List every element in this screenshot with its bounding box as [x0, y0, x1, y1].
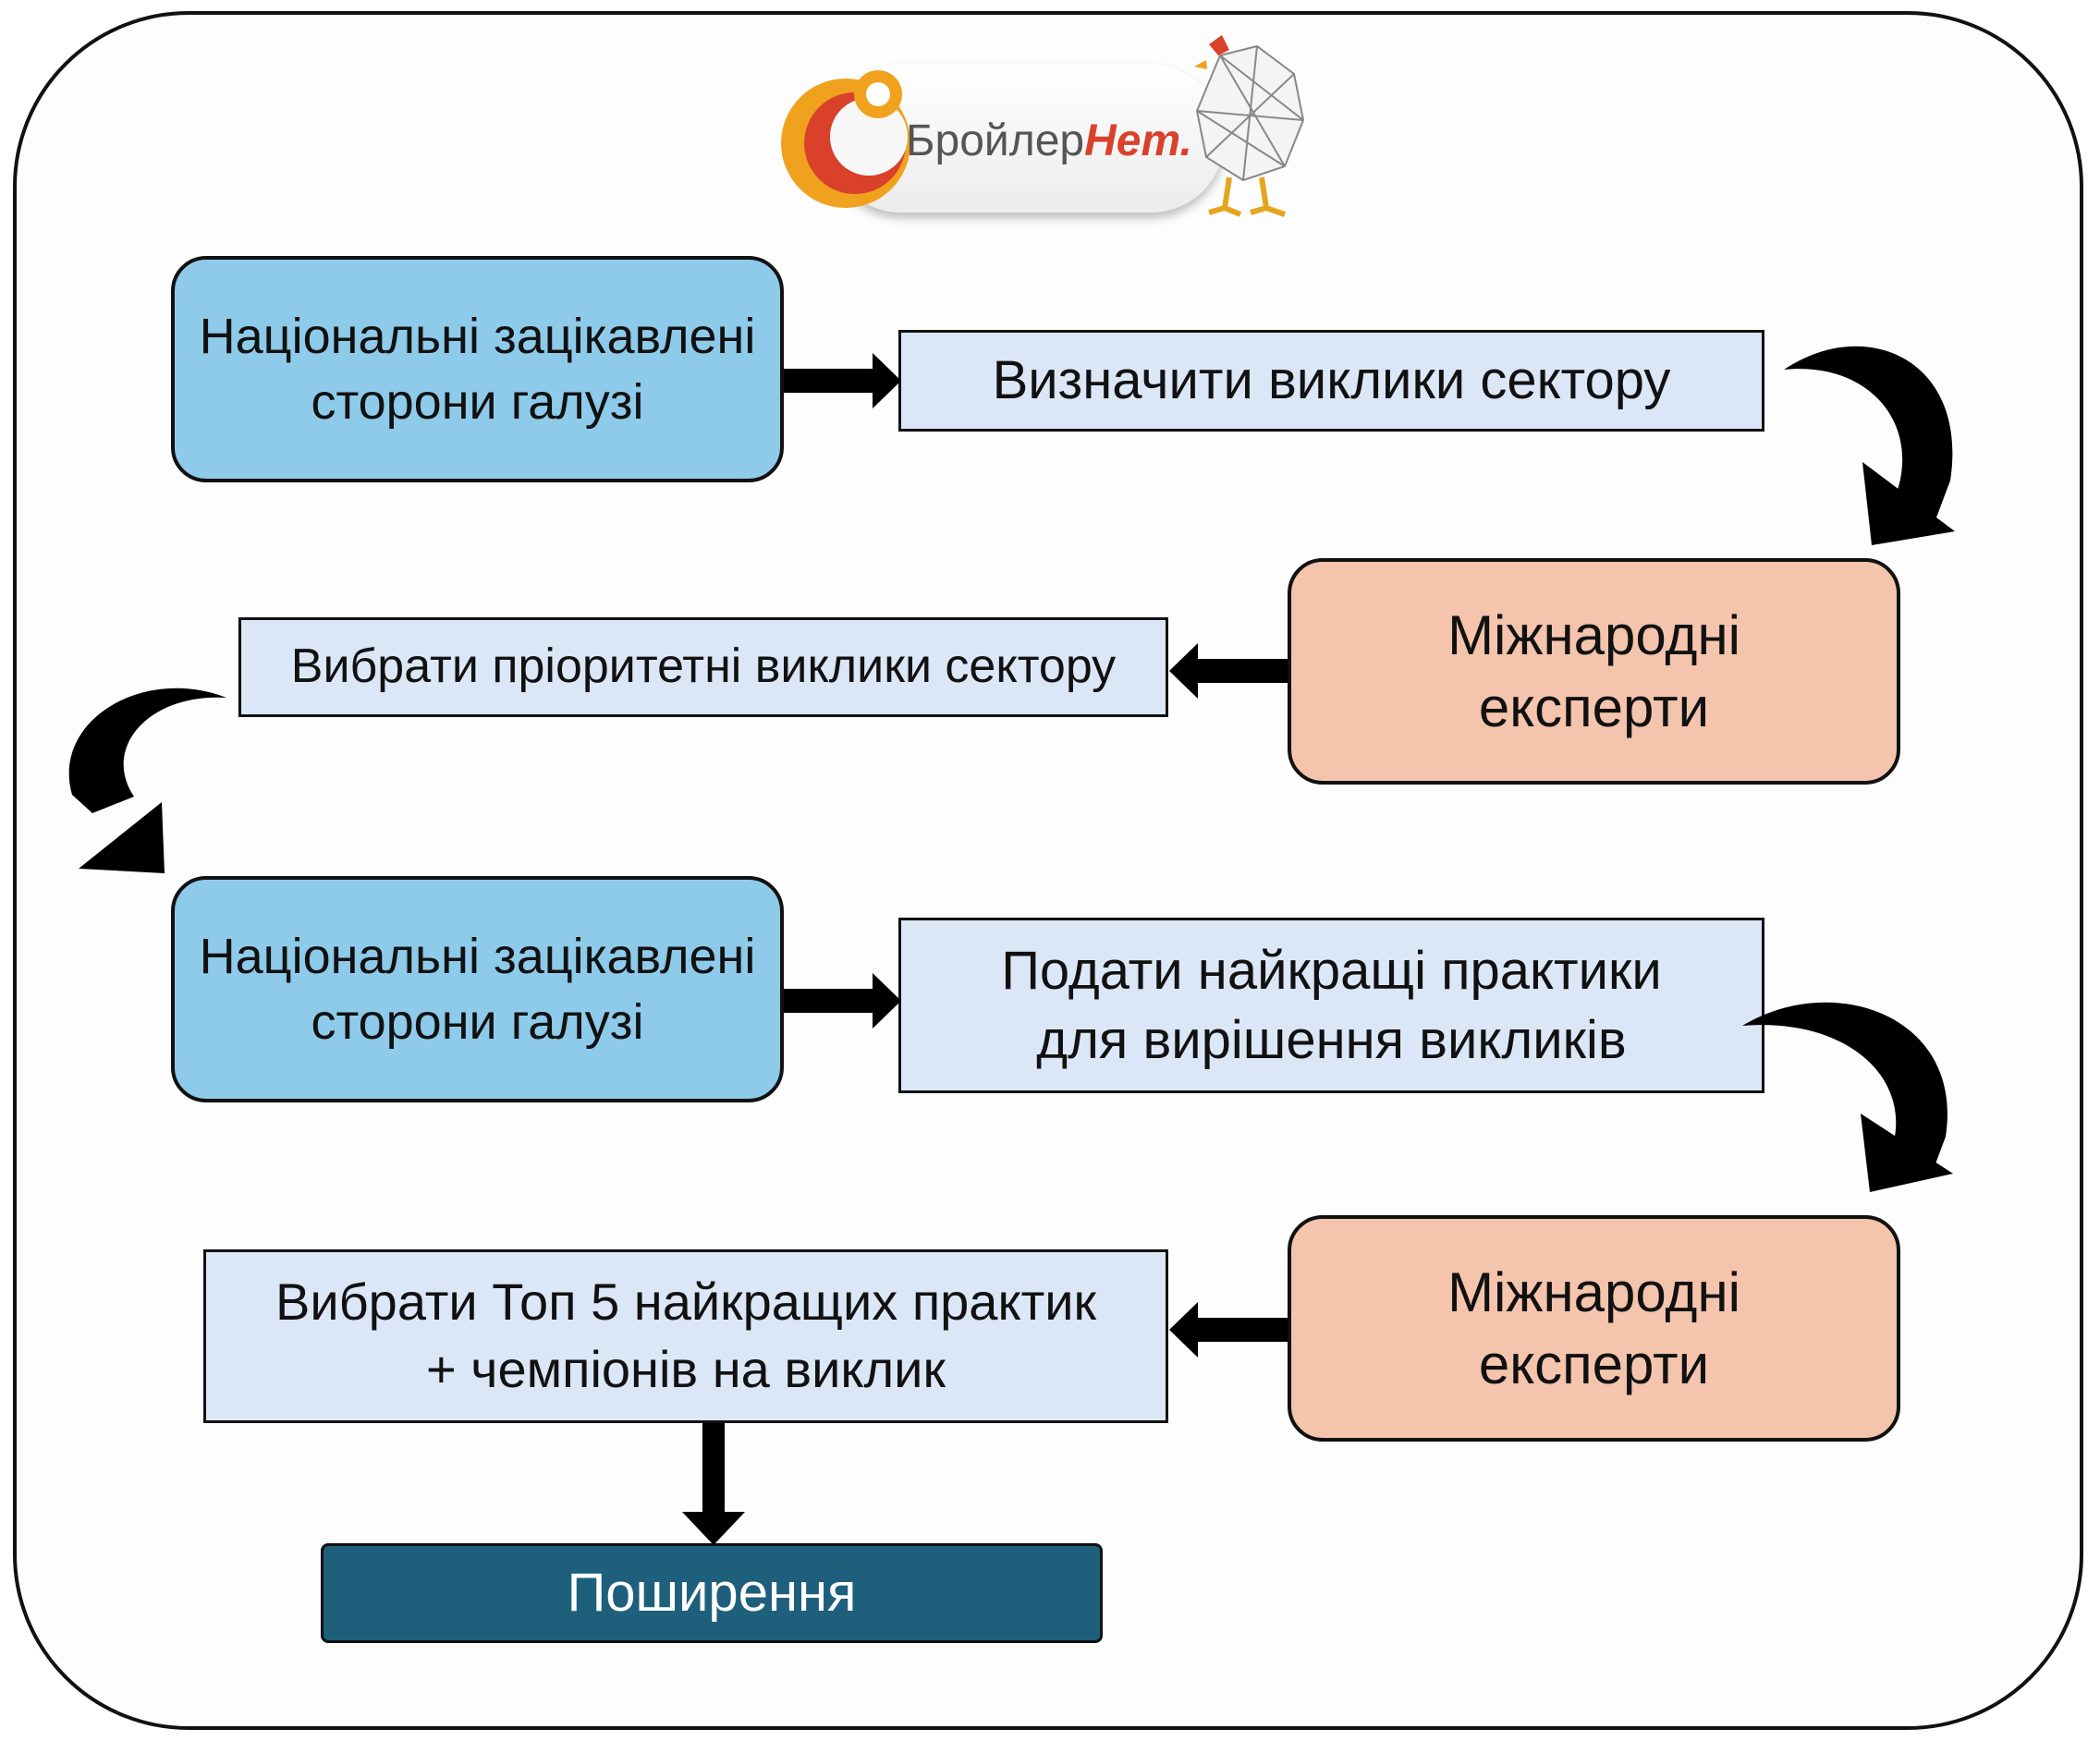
select-top5-label: Вибрати Топ 5 найкращих практик + чемпіо…: [275, 1272, 1097, 1398]
stakeholders-label-1: Національні зацікавлені сторони галузі: [199, 309, 756, 430]
stakeholders-box-1: Національні зацікавлені сторони галузі: [171, 256, 784, 482]
define-challenges-label: Визначити виклики сектору: [992, 350, 1671, 411]
experts-box-1: Міжнародні експерти: [1288, 558, 1900, 785]
chicken-icon: [1195, 44, 1305, 182]
select-top5-box: Вибрати Топ 5 найкращих практик + чемпіо…: [203, 1249, 1168, 1423]
dissemination-label: Поширення: [567, 1563, 857, 1624]
logo-wordmark: БройлерНет.: [906, 116, 1192, 165]
stakeholders-label-2: Національні зацікавлені сторони галузі: [199, 929, 756, 1050]
submit-practices-label: Подати найкращі практики для вирішення в…: [1001, 940, 1662, 1070]
experts-label-2: Міжнародні експерти: [1447, 1260, 1740, 1395]
submit-practices-box: Подати найкращі практики для вирішення в…: [898, 918, 1764, 1093]
select-priority-label: Вибрати пріоритетні виклики сектору: [290, 639, 1117, 694]
chicken-legs-icon: [1208, 177, 1286, 217]
dissemination-box: Поширення: [321, 1543, 1103, 1643]
broilernet-logo: БройлерНет.: [739, 18, 1331, 231]
experts-box-2: Міжнародні експерти: [1288, 1215, 1900, 1442]
define-challenges-box: Визначити виклики сектору: [898, 330, 1764, 432]
select-priority-box: Вибрати пріоритетні виклики сектору: [238, 617, 1168, 717]
chicken-comb-icon: [1209, 35, 1229, 55]
experts-label-1: Міжнародні експерти: [1447, 603, 1740, 738]
logo-emblem-icon: [781, 35, 1305, 217]
stakeholders-box-2: Національні зацікавлені сторони галузі: [171, 876, 784, 1102]
